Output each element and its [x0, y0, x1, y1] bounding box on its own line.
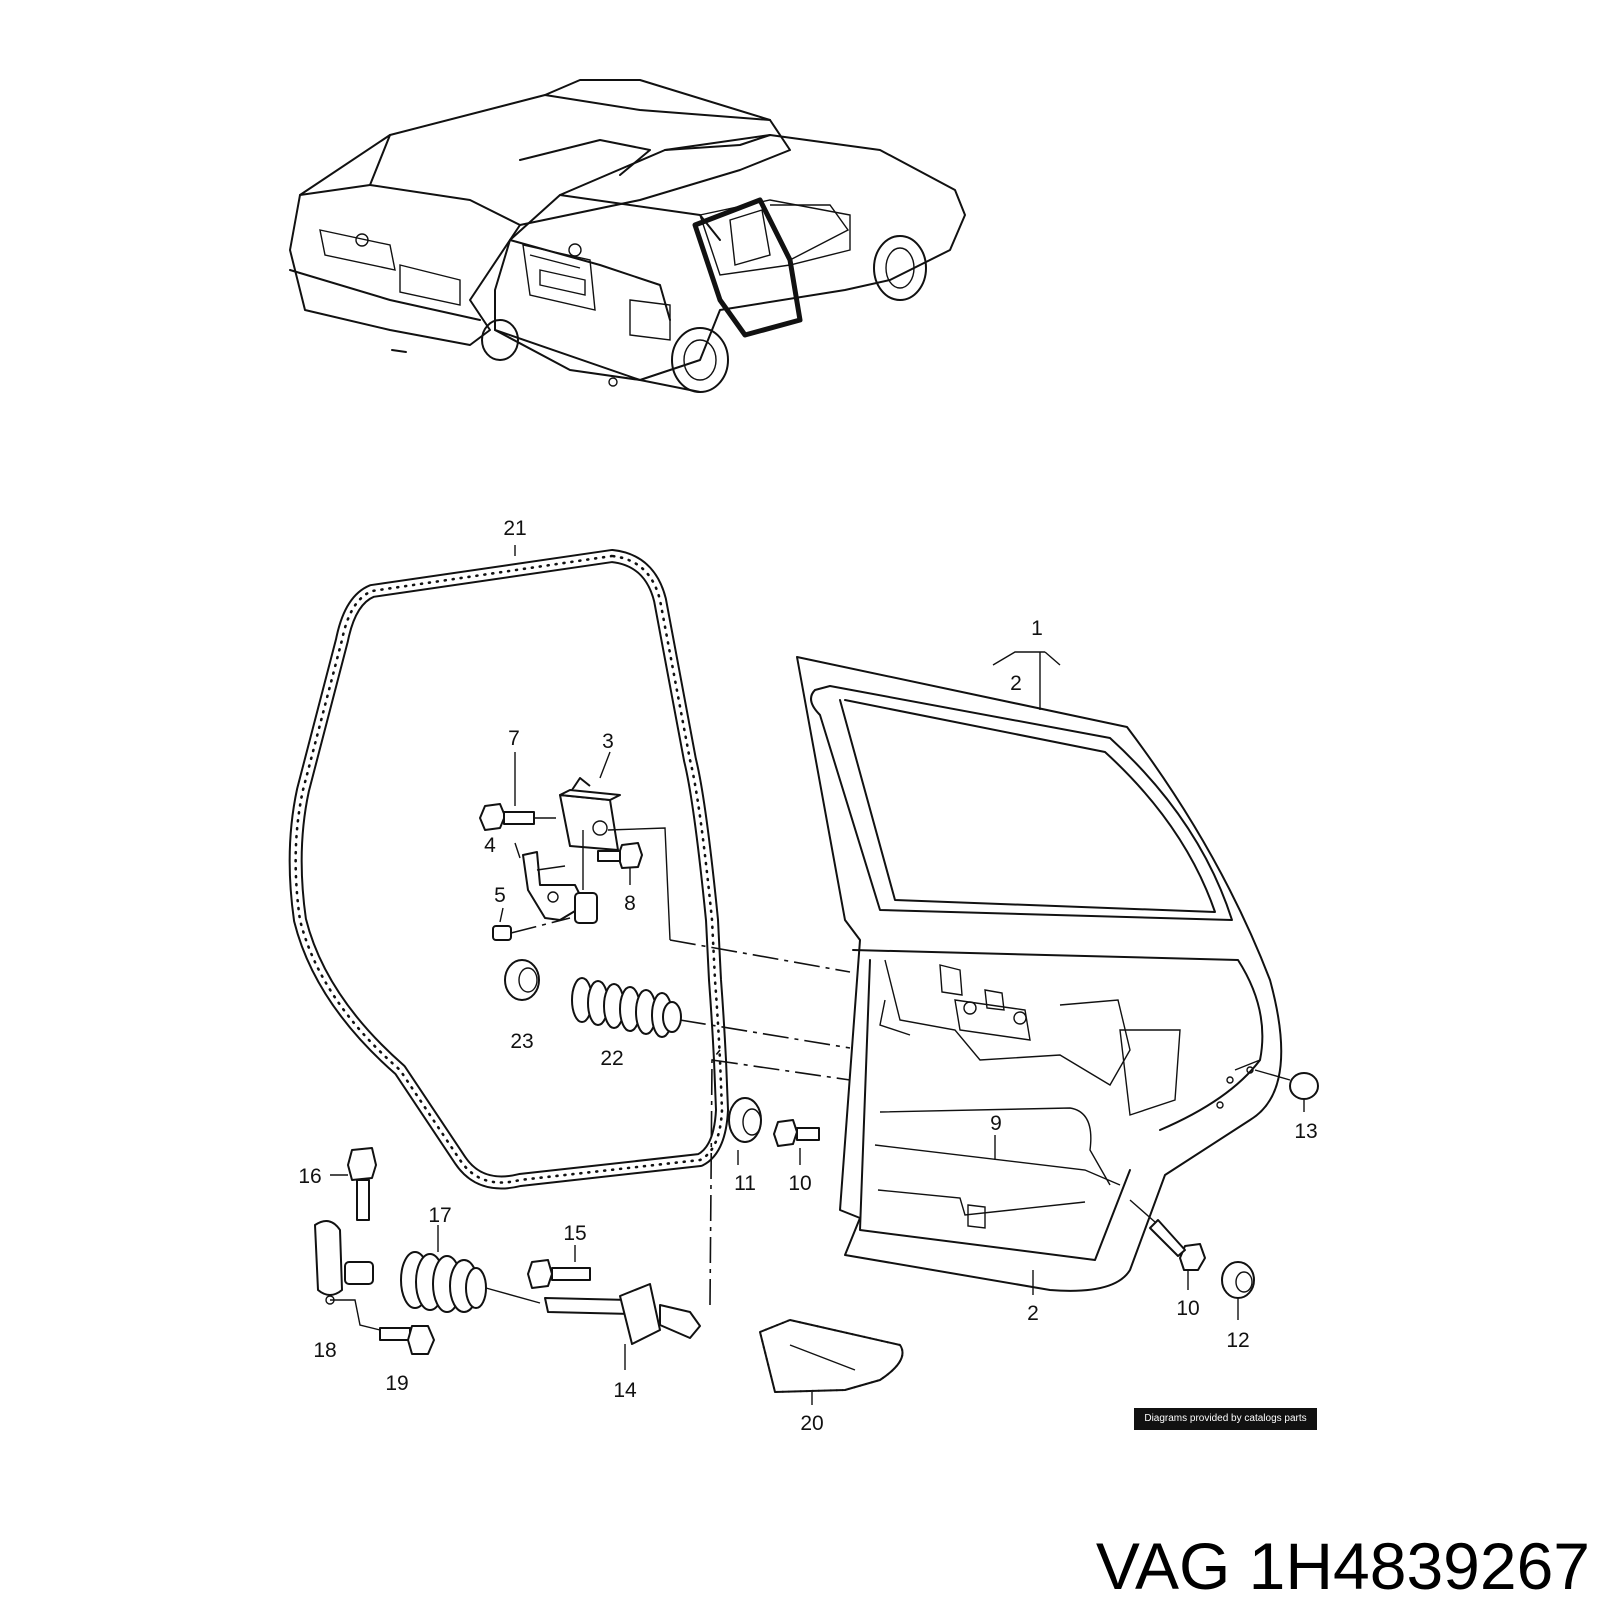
pin-5 [492, 917, 571, 941]
car-illustration-sedan [289, 79, 791, 353]
bolt-10-upper [773, 1119, 820, 1147]
hinge-bracket-4 [522, 830, 598, 924]
callout-14: 14 [613, 1379, 637, 1402]
callout-15: 15 [563, 1222, 586, 1245]
callout-13: 13 [1294, 1120, 1317, 1143]
leader-bellows [679, 1019, 851, 1049]
car-illustration-hatchback [481, 134, 966, 393]
callout-23: 23 [510, 1030, 533, 1053]
callout-8: 8 [624, 892, 636, 915]
callout-22: 22 [600, 1047, 623, 1070]
hinge-block-3 [559, 777, 671, 941]
door-check-14 [544, 1049, 721, 1370]
callout-4: 4 [484, 834, 496, 857]
callout-2-bottom: 2 [1027, 1302, 1039, 1325]
bolt-8 [597, 842, 643, 885]
callout-labels: 1 2 2 3 4 5 7 8 9 10 10 11 12 13 14 15 1… [298, 517, 1317, 1435]
bolt-15 [527, 1245, 591, 1289]
callout-12: 12 [1226, 1329, 1249, 1352]
bellows-17 [400, 1251, 541, 1313]
bolt-16 [347, 1147, 377, 1221]
door-seal [288, 545, 729, 1190]
bolt-19 [379, 1325, 435, 1355]
leader-check [711, 1059, 851, 1081]
door-shell [796, 651, 1283, 1295]
grommet-23 [504, 959, 540, 1001]
leader-hinge [669, 939, 851, 973]
callout-11: 11 [734, 1172, 756, 1195]
hinge-18 [314, 1220, 381, 1331]
callout-18: 18 [313, 1339, 336, 1362]
grommet-12 [1221, 1261, 1255, 1299]
bellows-22 [571, 977, 682, 1038]
bolt-7 [479, 803, 556, 831]
grommet-11 [728, 1097, 762, 1143]
callout-17: 17 [428, 1204, 451, 1227]
callout-2-top: 2 [1010, 672, 1022, 695]
callout-10-lower: 10 [1176, 1297, 1199, 1320]
callout-1: 1 [1031, 617, 1043, 640]
callout-20: 20 [800, 1412, 823, 1435]
credit-badge: Diagrams provided by catalogs parts [1134, 1408, 1317, 1430]
callout-5: 5 [494, 884, 506, 907]
callout-16: 16 [298, 1165, 321, 1188]
callout-21: 21 [503, 517, 526, 540]
callout-7: 7 [508, 727, 520, 750]
callout-3: 3 [602, 730, 614, 753]
callout-10-upper: 10 [788, 1172, 811, 1195]
trim-piece-20 [758, 1318, 904, 1405]
callout-9: 9 [990, 1112, 1002, 1135]
cap-13 [1254, 1069, 1319, 1100]
bolt-10-lower [1129, 1199, 1206, 1271]
part-number: VAG 1H4839267 [1095, 1529, 1590, 1603]
callout-19: 19 [385, 1372, 408, 1395]
